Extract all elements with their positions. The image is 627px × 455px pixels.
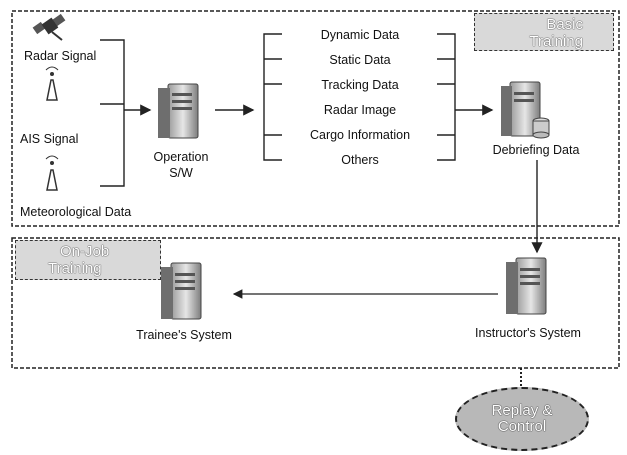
- on-job-training-line2: Training: [48, 260, 102, 277]
- on-job-training-label: On-Job Training: [15, 240, 161, 280]
- debriefing-data-label: Debriefing Data: [492, 143, 580, 157]
- data-type-item: Cargo Information: [309, 128, 411, 142]
- replay-control-line2: Control: [497, 418, 547, 435]
- operation-server-icon: [158, 83, 199, 139]
- basic-training-line1: Basic: [546, 16, 583, 33]
- satellite-icon: [32, 13, 66, 41]
- data-type-item: Radar Image: [323, 103, 397, 117]
- meteorological-data-label: Meteorological Data: [20, 205, 132, 219]
- operation-label-line2: S/W: [169, 166, 193, 180]
- antenna-icon: [45, 66, 59, 101]
- debriefing-server-icon: [501, 81, 550, 139]
- radar-signal-label: Radar Signal: [24, 49, 97, 63]
- data-left-ticks: [264, 58, 282, 136]
- trainee-system-label: Trainee's System: [136, 328, 232, 342]
- data-right-ticks: [437, 58, 455, 136]
- antenna-icon: [45, 155, 59, 191]
- data-type-item: Dynamic Data: [320, 28, 400, 42]
- replay-control-node: Replay & Control: [455, 387, 589, 451]
- replay-control-line1: Replay &: [491, 402, 553, 419]
- data-type-item: Static Data: [329, 53, 391, 67]
- instructor-system-label: Instructor's System: [475, 326, 581, 340]
- on-job-training-frame: [11, 237, 620, 369]
- input-bracket: [100, 39, 125, 187]
- trainee-server-icon: [161, 262, 202, 320]
- basic-training-frame: [11, 10, 620, 227]
- data-type-item: Others: [341, 153, 379, 167]
- on-job-training-line1: On-Job: [60, 243, 110, 260]
- ais-signal-label: AIS Signal: [20, 132, 79, 146]
- data-right-bracket: [437, 33, 456, 161]
- data-type-item: Tracking Data: [321, 78, 399, 92]
- basic-training-line2: Training: [529, 33, 583, 50]
- data-left-bracket: [263, 33, 282, 161]
- operation-label-line1: Operation: [153, 150, 209, 164]
- basic-training-label: Basic Training: [474, 13, 614, 51]
- instructor-server-icon: [506, 257, 547, 315]
